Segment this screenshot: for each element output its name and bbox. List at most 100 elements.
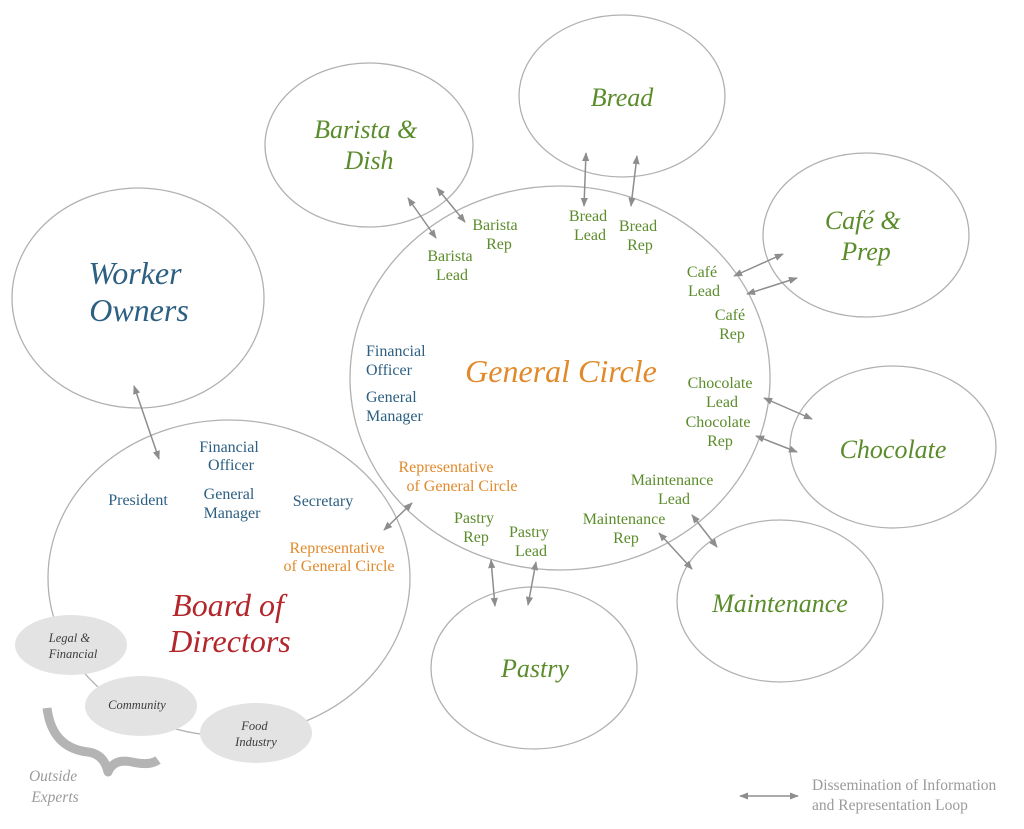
worker-owners-title-line1: Worker	[88, 255, 182, 291]
pastry-lead-label-line2: Lead	[515, 543, 547, 560]
cafe-rep-label: Café Rep	[715, 307, 749, 343]
chocolate-rep-label: Chocolate Rep	[686, 414, 755, 450]
board-financial-officer: Financial Officer	[199, 439, 263, 474]
barista-dish-circle	[264, 62, 474, 228]
gc-financial-officer: Financial Officer	[366, 343, 430, 379]
cafe-lead-arrow	[733, 253, 784, 277]
bread-rep-arrow	[628, 155, 640, 207]
barista-rep-label-line2: Rep	[486, 236, 512, 253]
barista-lead-label-line2: Lead	[436, 267, 468, 284]
chocolate-title: Chocolate	[840, 435, 947, 464]
chocolate-rep-arrow	[755, 435, 798, 453]
gc-representative: Representative of General Circle	[398, 459, 517, 495]
outside-expert-labels: Legal & Financial Community Food Industr…	[48, 631, 278, 749]
legal-financial-label-line1: Legal &	[48, 631, 91, 645]
chocolate-rep-label-line2: Rep	[707, 433, 733, 450]
cafe-prep-circle	[762, 152, 970, 318]
general-circle-title: General Circle	[465, 353, 657, 389]
worker-board-arrow	[133, 385, 160, 460]
maintenance-rep-label: Maintenance Rep	[583, 511, 670, 547]
general-circle-officers: Financial Officer General Manager	[366, 343, 430, 425]
worker-owners-title-line2: Owners	[89, 292, 189, 328]
chocolate-lead-arrow	[763, 397, 813, 420]
legal-financial-label: Legal & Financial	[48, 631, 98, 661]
outside-experts-caption-line2: Experts	[30, 789, 78, 806]
bread-rep-label: Bread Rep	[619, 218, 661, 254]
food-industry-bubble	[200, 703, 312, 763]
maintenance-title: Maintenance	[711, 589, 848, 618]
community-bubble	[85, 676, 197, 736]
bread-lead-label-line1: Bread	[569, 208, 607, 225]
barista-rep-arrow	[436, 187, 466, 223]
food-industry-label-line2: Industry	[234, 735, 277, 749]
barista-lead-label: Barista Lead	[427, 248, 476, 284]
pastry-lead-label: Pastry Lead	[509, 524, 553, 560]
board-representative-line1: Representative	[289, 540, 384, 557]
pastry-title: Pastry	[500, 654, 569, 683]
bread-circle	[518, 14, 726, 178]
cafe-prep-title: Café & Prep	[825, 206, 907, 266]
gc-general-manager-line2: Manager	[366, 408, 424, 425]
board-general-manager-line2: Manager	[204, 505, 262, 522]
maintenance-lead-arrow	[691, 514, 718, 548]
board-title-line2: Directors	[168, 623, 290, 659]
legend-text: Dissemination of Information and Represe…	[812, 777, 1000, 814]
pastry-rep-label-line2: Rep	[463, 529, 489, 546]
bread-rep-label-line1: Bread	[619, 218, 657, 235]
board-general-manager-line1: General	[204, 486, 255, 503]
outside-experts-caption: Outside Experts	[29, 768, 81, 806]
maintenance-rep-arrow	[658, 532, 693, 570]
bread-lead-label: Bread Lead	[569, 208, 611, 244]
gc-representative-line2: of General Circle	[406, 478, 517, 495]
pastry-rep-label: Pastry Rep	[454, 510, 498, 546]
board-representative: Representative of General Circle	[283, 540, 394, 575]
gc-general-manager: General Manager	[366, 389, 424, 425]
pastry-lead-arrow	[525, 561, 539, 606]
chocolate-lead-label-line2: Lead	[706, 394, 738, 411]
maintenance-lead-label: Maintenance Lead	[631, 472, 718, 508]
barista-rep-label-line1: Barista	[472, 217, 517, 234]
board-secretary: Secretary	[293, 493, 353, 510]
board-title: Board of Directors	[168, 587, 292, 659]
outside-experts-caption-line1: Outside	[29, 768, 77, 785]
legend-text-line2: and Representation Loop	[812, 797, 968, 814]
board-general-manager: General Manager	[204, 486, 262, 522]
board-title-line1: Board of	[172, 587, 288, 623]
barista-lead-label-line1: Barista	[427, 248, 472, 265]
cafe-rep-label-line2: Rep	[719, 326, 745, 343]
pastry-lead-label-line1: Pastry	[509, 524, 549, 541]
barista-lead-arrow	[407, 197, 437, 239]
cafe-lead-label: Café Lead	[687, 264, 721, 300]
outside-expert-bubbles	[15, 615, 312, 763]
food-industry-label: Food Industry	[234, 719, 277, 749]
community-label: Community	[108, 698, 166, 712]
maintenance-lead-label-line2: Lead	[658, 491, 690, 508]
barista-dish-title: Barista & Dish	[314, 115, 424, 175]
gc-representative-line1: Representative	[398, 459, 493, 476]
general-circle	[349, 185, 771, 571]
chocolate-lead-label-line1: Chocolate	[688, 375, 753, 392]
department-titles: Barista & Dish Bread Café & Prep Chocola…	[314, 83, 946, 683]
board-financial-officer-line2: Officer	[208, 457, 255, 474]
outside-experts-brace	[42, 707, 161, 777]
gc-financial-officer-line2: Officer	[366, 362, 413, 379]
barista-dish-title-line1: Barista &	[314, 115, 418, 144]
pastry-rep-arrow	[488, 559, 498, 607]
cafe-lead-label-line1: Café	[687, 264, 717, 281]
board-roles: President Financial Officer General Mana…	[108, 439, 353, 522]
food-industry-label-line1: Food	[240, 719, 268, 733]
board-president: President	[108, 492, 168, 509]
board-representative-line2: of General Circle	[283, 558, 394, 575]
bread-rep-label-line2: Rep	[627, 237, 653, 254]
maintenance-circle	[676, 519, 884, 683]
maintenance-rep-label-line1: Maintenance	[583, 511, 666, 528]
pastry-rep-label-line1: Pastry	[454, 510, 494, 527]
worker-owners-title: Worker Owners	[88, 255, 189, 328]
barista-dish-title-line2: Dish	[343, 146, 393, 175]
legend-text-line1: Dissemination of Information	[812, 777, 996, 794]
gc-financial-officer-line1: Financial	[366, 343, 426, 360]
legal-financial-label-line2: Financial	[48, 647, 98, 661]
maintenance-lead-label-line1: Maintenance	[631, 472, 714, 489]
gc-general-manager-line1: General	[366, 389, 417, 406]
